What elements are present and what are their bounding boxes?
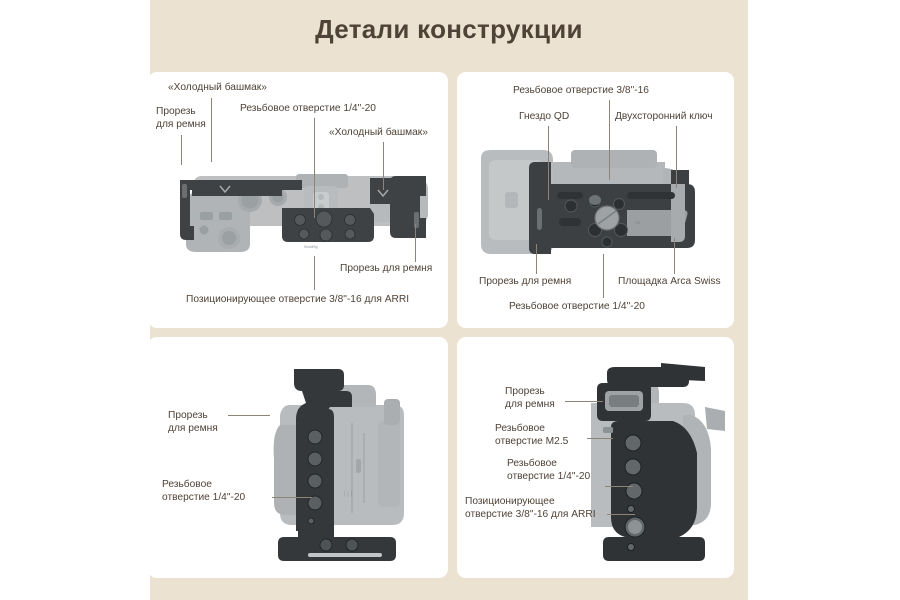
- label-strap-slot-br-line2: для ремня: [505, 399, 555, 410]
- leader-arri-positioning-hole: [314, 256, 315, 290]
- label-thread-m25-br: Резьбовое отверстие M2.5: [495, 422, 587, 448]
- leader-qd-socket: [548, 126, 549, 200]
- leader-thread-14-br: [605, 486, 633, 487]
- camera-cage-left-side-view: | | |: [273, 369, 404, 561]
- label-thread-quarter-top: Резьбовое отверстие 1/4"-20: [240, 103, 376, 114]
- leader-strap-slot-right: [415, 224, 416, 262]
- label-strap-slot-bl-line1: Прорезь: [168, 410, 208, 421]
- label-strap-slot-bl-line2: для ремня: [168, 423, 218, 434]
- svg-text:SR: SR: [635, 220, 641, 225]
- camera-cage-right-side-view: [591, 363, 725, 561]
- leader-arri-38-br: [607, 514, 635, 515]
- label-thread-38: Резьбовое отверстие 3/8"-16: [513, 85, 649, 96]
- svg-text:SmallRig: SmallRig: [304, 245, 318, 249]
- label-arri-positioning-hole: Позиционирующее отверстие 3/8"-16 для AR…: [186, 294, 410, 305]
- panel-top-right: SR Резьбовое отверстие 3/8"-16 Гнездо QD…: [457, 72, 734, 328]
- label-strap-slot-tr: Прорезь для ремня: [479, 276, 572, 287]
- label-strap-slot-right: Прорезь для ремня: [340, 263, 433, 274]
- camera-cage-top-view: A S M: [180, 174, 428, 252]
- label-cold-shoe-left: «Холодный башмак»: [168, 82, 267, 93]
- leader-strap-slot-left: [181, 135, 182, 165]
- leader-thread-38: [609, 100, 610, 180]
- leader-strap-slot-br: [565, 401, 603, 402]
- panel-bottom-right: Прорезь для ремня Резьбовое отверстие M2…: [457, 337, 734, 578]
- leader-thread-quarter-top: [314, 118, 315, 218]
- label-thread-14-br-line2: отверстие 1/4"-20: [507, 471, 591, 482]
- leader-cold-shoe-left: [211, 98, 212, 162]
- leader-arca-swiss-plate: [674, 238, 675, 274]
- label-thread-m25-br-line2: отверстие M2.5: [495, 436, 569, 447]
- label-strap-slot-left: Прорезь для ремня: [156, 105, 226, 131]
- label-thread-14-bl-line2: отверстие 1/4"-20: [162, 492, 246, 503]
- label-thread-14-bl-line1: Резьбовое: [162, 479, 212, 490]
- leader-strap-slot-tr: [536, 244, 537, 274]
- label-qd-socket: Гнездо QD: [519, 111, 570, 122]
- svg-text:| | |: | | |: [344, 491, 352, 497]
- panel-bottom-left: | | |: [148, 337, 448, 578]
- label-cold-shoe-right: «Холодный башмак»: [329, 127, 428, 138]
- label-arri-38-br-line2: отверстие 3/8"-16 для ARRI: [465, 509, 596, 520]
- label-arri-38-br: Позиционирующее отверстие 3/8"-16 для AR…: [465, 495, 615, 521]
- panel-top-left: A S M: [148, 72, 448, 328]
- label-thread-14-br: Резьбовое отверстие 1/4"-20: [507, 457, 607, 483]
- leader-thread-14-bl: [272, 497, 312, 498]
- label-strap-slot-br-line1: Прорезь: [505, 386, 545, 397]
- label-thread-m25-br-line1: Резьбовое: [495, 423, 545, 434]
- label-strap-slot-bl: Прорезь для ремня: [168, 409, 248, 435]
- label-strap-slot-br: Прорезь для ремня: [505, 385, 585, 411]
- label-thread-14-bl: Резьбовое отверстие 1/4"-20: [162, 478, 272, 504]
- bottom-background-strip: [150, 578, 748, 600]
- label-arri-38-br-line1: Позиционирующее: [465, 496, 555, 507]
- label-thread-14-br-line1: Резьбовое: [507, 458, 557, 469]
- leader-thread-14-tr: [603, 254, 604, 298]
- leader-cold-shoe-right: [383, 142, 384, 190]
- leader-strap-slot-bl: [228, 415, 270, 416]
- leader-thread-m25-br: [587, 438, 613, 439]
- camera-cage-bottom-view: SR: [481, 150, 695, 254]
- label-strap-slot-left-line1: Прорезь: [156, 106, 196, 117]
- label-strap-slot-left-line2: для ремня: [156, 119, 206, 130]
- label-thread-14-tr: Резьбовое отверстие 1/4"-20: [509, 301, 645, 312]
- page-title: Детали конструкции: [315, 14, 583, 44]
- label-arca-swiss-plate: Площадка Arca Swiss: [618, 276, 721, 287]
- leader-two-sided-wrench: [676, 126, 677, 188]
- label-two-sided-wrench: Двухсторонний ключ: [615, 111, 713, 122]
